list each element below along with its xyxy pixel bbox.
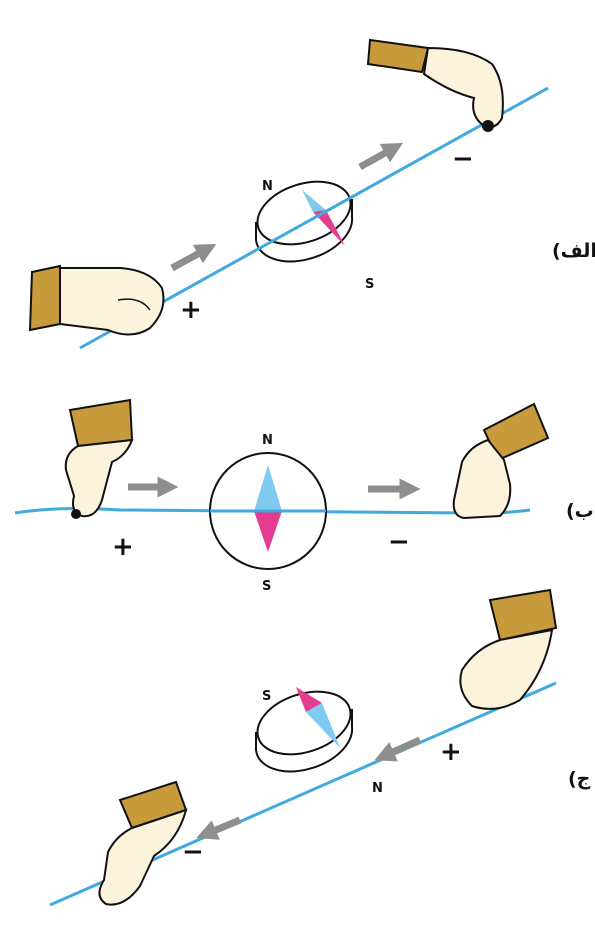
panel-c-north-label: N bbox=[372, 781, 383, 796]
panel-b-north-label: N bbox=[262, 433, 273, 448]
panel-c-south-label: S bbox=[262, 689, 271, 704]
panel-c-needle-north bbox=[306, 703, 340, 748]
panel-c-negative-sign: − bbox=[182, 837, 204, 867]
panel-c-left-hand bbox=[98, 780, 188, 906]
panel-a-positive-sign: + bbox=[180, 295, 202, 325]
panel-a-south-label: S bbox=[365, 277, 374, 292]
panel-c-needle-south bbox=[296, 687, 322, 712]
panel-b-negative-sign: − bbox=[388, 527, 410, 557]
panel-c: S N + − bbox=[49, 588, 558, 907]
panel-a: N S + − bbox=[28, 38, 549, 350]
panel-c-right-hand bbox=[459, 588, 558, 710]
panel-b-wire bbox=[14, 507, 531, 515]
panel-b-needle-south bbox=[254, 511, 282, 552]
panel-b-compass: N S bbox=[209, 433, 327, 594]
panel-a-right-hand bbox=[366, 38, 504, 132]
panel-a-needle-north bbox=[302, 190, 326, 212]
panel-c-label: ج) bbox=[568, 768, 591, 790]
panel-c-compass: S N bbox=[255, 687, 383, 796]
panel-a-north-label: N bbox=[262, 179, 273, 194]
panel-a-current-arrow bbox=[358, 142, 404, 171]
panel-c-positive-sign: + bbox=[440, 737, 462, 767]
panel-c-current-arrow bbox=[196, 816, 242, 840]
panel-b-needle-north bbox=[254, 465, 282, 511]
panel-a-left-hand bbox=[28, 264, 165, 336]
panel-b-positive-sign: + bbox=[112, 532, 134, 562]
panel-b: N S + − bbox=[14, 398, 550, 594]
panel-b-south-label: S bbox=[262, 579, 271, 594]
panel-b-right-hand bbox=[452, 402, 550, 520]
panel-a-negative-sign: − bbox=[452, 144, 474, 174]
panel-a-label: الف) bbox=[552, 240, 595, 262]
panel-b-label: ب) bbox=[566, 500, 594, 522]
panel-a-current-arrow bbox=[170, 243, 217, 272]
panel-c-current-arrow bbox=[374, 736, 422, 762]
panel-a-needle-south bbox=[313, 210, 345, 246]
panel-b-left-hand bbox=[64, 398, 134, 519]
panel-a-compass: N S bbox=[255, 179, 374, 292]
